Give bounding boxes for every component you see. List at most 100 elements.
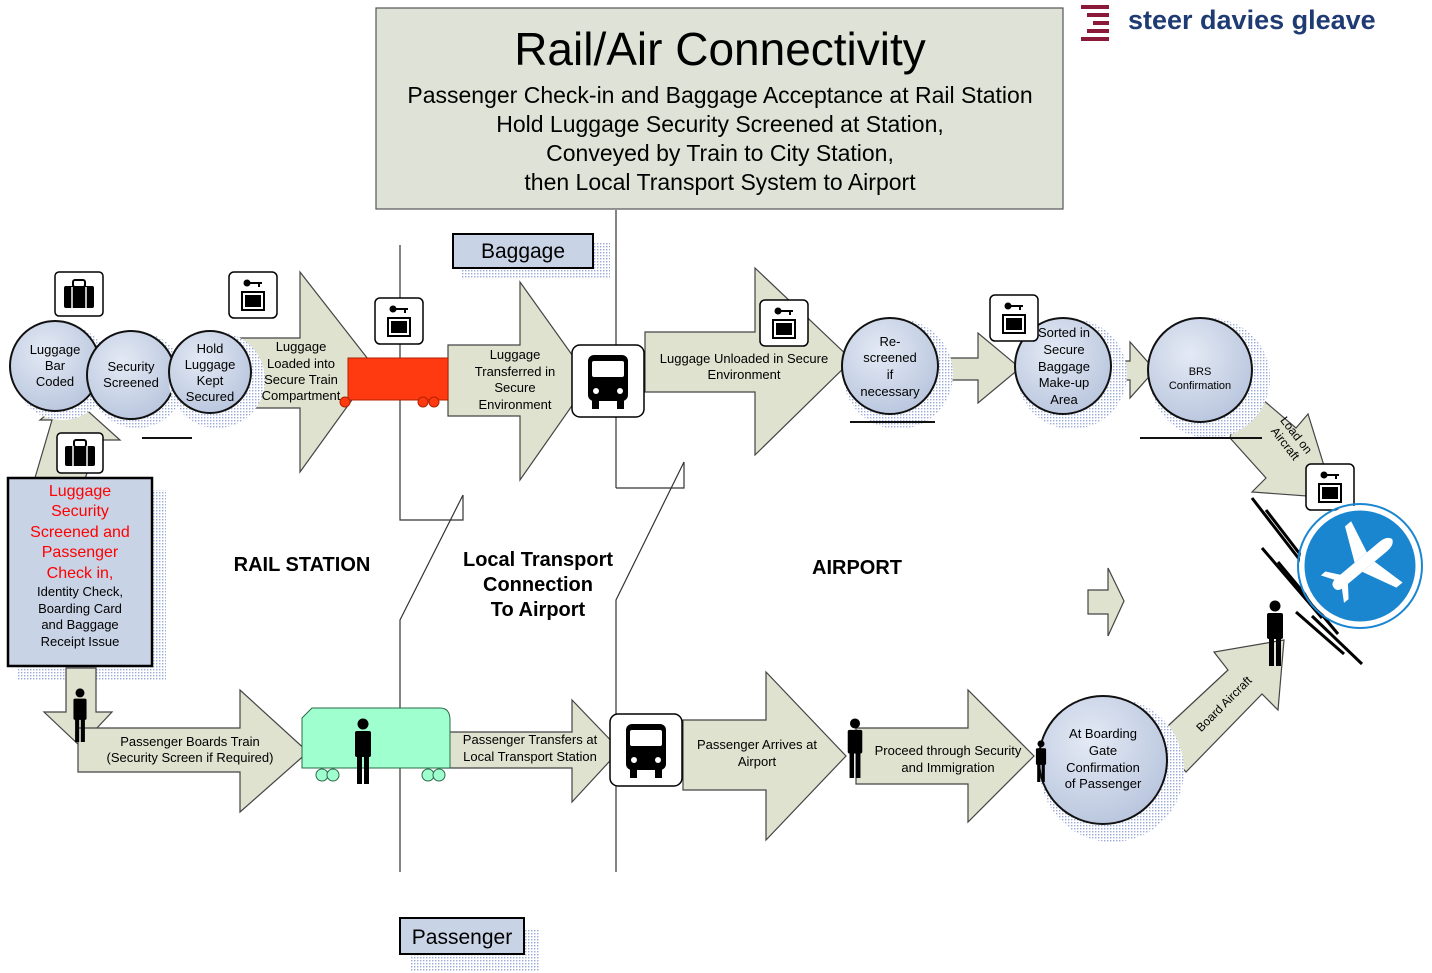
checkin-red-2: Security — [51, 503, 109, 520]
luggage-icon — [56, 432, 104, 474]
person-icon — [355, 718, 371, 784]
label-loaded-train-3: Secure Train — [264, 372, 338, 387]
label-kept-secured-3: Kept — [197, 373, 224, 388]
label-gate-1: At Boarding — [1069, 726, 1137, 741]
label-security-1: Proceed through Security — [875, 743, 1022, 758]
person-icon — [73, 688, 87, 742]
baggage-tag: Baggage — [452, 233, 610, 278]
person-icon — [847, 718, 863, 778]
label-gate-2: Gate — [1089, 743, 1117, 758]
label-transferred-2: Transferred in — [475, 364, 555, 379]
label-security-screened-1: Security — [108, 359, 155, 374]
bus-icons — [571, 344, 683, 787]
label-sorted-1: Sorted in — [1038, 325, 1090, 340]
brand-logo: steer davies gleave — [1081, 5, 1376, 41]
zone-label-local-transport-2: Connection — [483, 574, 593, 596]
brand-name: steer davies gleave — [1128, 5, 1376, 35]
person-icon — [1267, 600, 1283, 666]
passenger-tag-label: Passenger — [412, 926, 512, 949]
airplane-icon — [1250, 497, 1423, 666]
person-icon — [1035, 740, 1047, 782]
passenger-train-icon — [301, 707, 451, 782]
label-security-2: and Immigration — [901, 760, 994, 775]
bus-icon — [571, 344, 645, 418]
label-loaded-train-4: Compartment — [262, 388, 341, 403]
arrow-security — [855, 688, 1035, 824]
label-kept-secured-1: Hold — [197, 341, 224, 356]
label-bar-coded-3: Coded — [36, 374, 74, 389]
person-icons — [73, 600, 1283, 784]
label-security-screened-2: Screened — [103, 375, 159, 390]
circle-baselines — [142, 421, 1262, 439]
arrow-boards-train — [77, 688, 309, 814]
label-unloaded-1: Luggage Unloaded in Secure — [660, 351, 828, 366]
label-gate-3: Confirmation — [1066, 760, 1140, 775]
label-boards-train-1: Passenger Boards Train — [120, 734, 259, 749]
label-sorted-5: Area — [1050, 392, 1078, 407]
checkin-black-4: Receipt Issue — [41, 634, 120, 649]
label-kept-secured-2: Luggage — [185, 357, 236, 372]
bus-icon — [609, 713, 683, 787]
title-line-1: Passenger Check-in and Baggage Acceptanc… — [407, 82, 1032, 108]
checkin-panel: Luggage Security Screened and Passenger … — [6, 476, 166, 680]
checkin-black-1: Identity Check, — [37, 584, 123, 599]
secure-luggage-icon — [1305, 463, 1355, 511]
label-bar-coded-2: Bar — [45, 358, 66, 373]
label-rescreened-2: screened — [863, 350, 916, 365]
baggage-step-labels: Luggage Bar Coded Security Screened Hold… — [30, 325, 1315, 463]
label-bar-coded-1: Luggage — [30, 342, 81, 357]
passenger-tag: Passenger — [399, 917, 540, 972]
arrow-transfers — [439, 698, 621, 804]
zone-label-local-transport-1: Local Transport — [463, 549, 613, 571]
zone-label-local-transport-3: To Airport — [491, 599, 586, 621]
label-gate-4: of Passenger — [1065, 776, 1142, 791]
label-brs-2: Confirmation — [1169, 380, 1231, 392]
label-rescreened-3: if — [887, 367, 894, 382]
secure-luggage-icon — [989, 294, 1039, 342]
checkin-red-1: Luggage — [49, 483, 111, 500]
brand-logo-icon — [1081, 5, 1109, 41]
label-arrives-1: Passenger Arrives at — [697, 737, 817, 752]
title-line-4: then Local Transport System to Airport — [524, 169, 916, 195]
arrow-transferred — [447, 280, 591, 482]
checkin-black-2: Boarding Card — [38, 601, 122, 616]
title-panel: Rail/Air Connectivity Passenger Check-in… — [375, 7, 1064, 210]
label-unloaded-2: Environment — [708, 367, 781, 382]
secure-luggage-icon — [374, 297, 424, 345]
label-arrives-2: Airport — [738, 754, 777, 769]
label-brs-1: BRS — [1189, 366, 1212, 378]
label-loaded-train-2: Loaded into — [267, 356, 335, 371]
label-transfers-1: Passenger Transfers at — [463, 732, 598, 747]
circle-rescreened — [841, 317, 953, 429]
label-loaded-train-1: Luggage — [276, 339, 327, 354]
circle-security-screened — [86, 330, 185, 428]
checkin-black-3: and Baggage — [41, 617, 118, 632]
label-transferred-4: Environment — [479, 397, 552, 412]
baggage-train-icon — [339, 357, 449, 408]
circle-brs — [1147, 317, 1270, 438]
label-transferred-1: Luggage — [490, 347, 541, 362]
luggage-icon — [54, 271, 104, 317]
title-line-2: Hold Luggage Security Screened at Statio… — [496, 111, 944, 137]
label-rescreened-1: Re- — [880, 334, 901, 349]
arrow-arrives — [682, 670, 847, 842]
circle-boarding-gate — [1038, 695, 1184, 842]
checkin-red-3: Screened and — [30, 524, 130, 541]
checkin-red-5: Check in, — [47, 565, 114, 582]
secure-luggage-icon — [759, 299, 809, 347]
label-rescreened-4: necessary — [860, 384, 920, 399]
secure-luggage-icon — [228, 271, 278, 319]
secure-luggage-icons — [228, 271, 1355, 511]
passenger-flow-arrows — [42, 639, 1285, 842]
label-transferred-3: Secure — [494, 380, 535, 395]
checkin-red-4: Passenger — [42, 544, 119, 561]
title-line-3: Conveyed by Train to City Station, — [546, 140, 894, 166]
baggage-circles — [9, 317, 1270, 438]
label-sorted-2: Secure — [1043, 342, 1084, 357]
label-kept-secured-4: Secured — [186, 389, 234, 404]
circle-bar-coded — [9, 320, 110, 420]
label-transfers-2: Local Transport Station — [463, 749, 597, 764]
label-sorted-3: Baggage — [1038, 359, 1090, 374]
circle-kept-secured — [168, 330, 265, 428]
